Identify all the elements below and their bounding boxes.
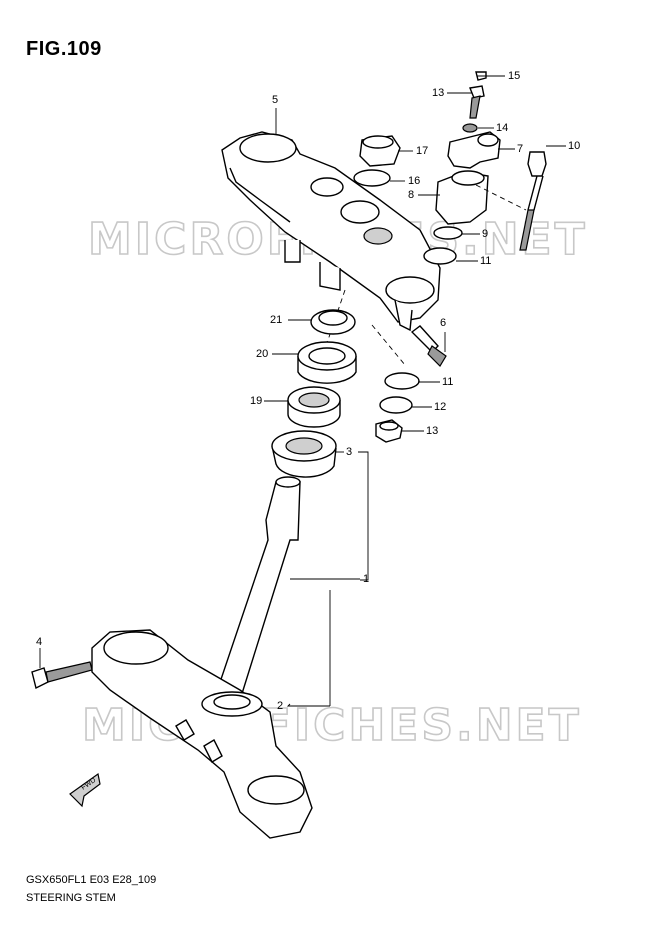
callout-4: 4: [36, 636, 43, 648]
leader-lines: [39, 75, 566, 707]
callout-21: 21: [270, 314, 283, 326]
callout-20: 20: [256, 348, 269, 360]
bearing-race-3: [271, 430, 337, 478]
washer-17: [353, 169, 391, 187]
callout-11-upper: 11: [480, 255, 492, 267]
callout-19: 19: [250, 395, 263, 407]
callout-12: 12: [434, 401, 447, 413]
cap-nut-18: [359, 135, 401, 167]
washer-11-lower: [384, 372, 420, 390]
callout-14: 13: [432, 87, 445, 99]
callout-7: 7: [517, 143, 524, 155]
steering-stem: [213, 476, 301, 701]
callout-18: 17: [416, 145, 429, 157]
upper-bracket: [221, 131, 441, 332]
callout-13: 13: [426, 425, 439, 437]
callout-1: 1: [363, 573, 370, 585]
callout-9: 9: [482, 228, 489, 240]
bolt-10: [519, 151, 547, 251]
nut-13: [375, 419, 403, 443]
washer-9: [433, 226, 463, 240]
footer-code: GSX650FL1 E03 E28_109: [26, 874, 157, 886]
washer-11-upper: [423, 247, 457, 265]
callout-2: 2: [277, 700, 284, 712]
callout-17: 16: [408, 175, 421, 187]
washer-12: [379, 396, 413, 414]
bolt-6: [410, 325, 447, 367]
callout-15: 14: [496, 122, 509, 134]
dust-seal-20: [297, 341, 357, 384]
callout-11-lower: 11: [442, 376, 454, 388]
callout-3: 3: [346, 446, 353, 458]
bolt-4: [31, 661, 93, 690]
callout-6: 6: [440, 317, 447, 329]
small-bolt-group: [462, 71, 487, 133]
footer-caption: STEERING STEM: [26, 892, 116, 904]
callout-10: 10: [568, 140, 581, 152]
callout-5: 5: [272, 94, 279, 106]
lower-bracket: [91, 629, 313, 839]
handlebar-holder-upper: [447, 131, 501, 169]
callout-8: 8: [408, 189, 415, 201]
bearing-19: [287, 386, 341, 428]
callout-16: 15: [508, 70, 521, 82]
figure-title: FIG.109: [26, 38, 102, 60]
steering-nut-21: [310, 309, 356, 335]
fwd-arrow-icon: FWD: [69, 772, 101, 808]
handlebar-holder-lower: [435, 170, 489, 225]
